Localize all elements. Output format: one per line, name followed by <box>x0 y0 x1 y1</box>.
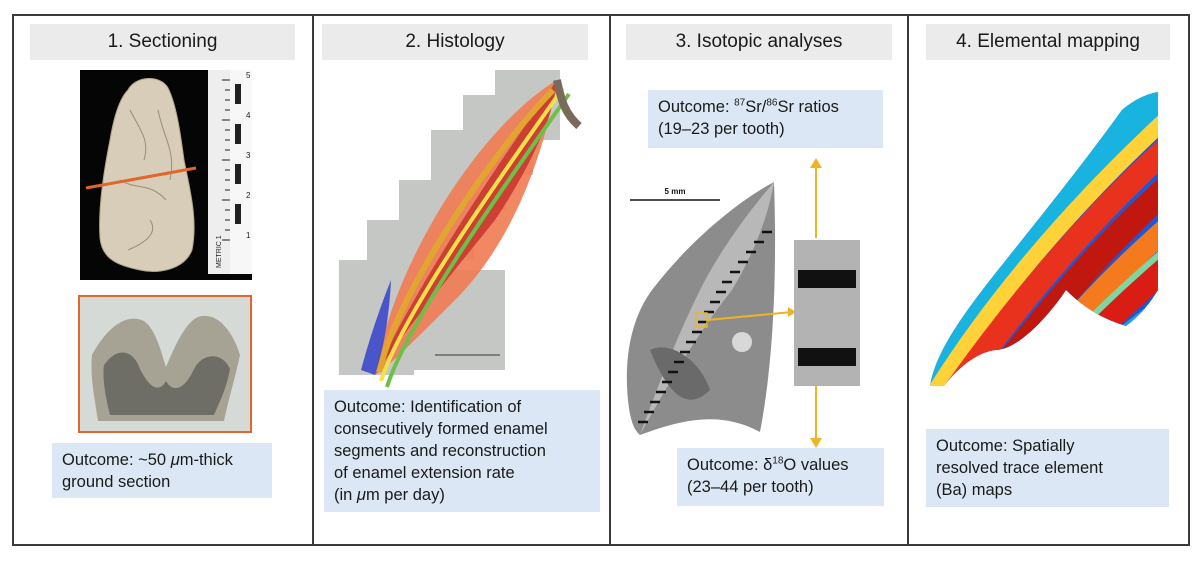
ruler-tick-label: 1 <box>246 231 251 240</box>
ruler-tick-label: 2 <box>246 191 251 200</box>
elemental-map-image <box>930 92 1158 386</box>
isotope-section-image: 5 mm <box>626 158 860 448</box>
enamel-strip-zoom <box>794 240 860 386</box>
outcome-sectioning: Outcome: ~50 μm-thick ground section <box>52 443 272 498</box>
ruler-tick-label: 5 <box>246 71 251 80</box>
tooth-photo: 5 4 3 2 1 METRIC 1 <box>80 70 252 280</box>
panel-title-sectioning: 1. Sectioning <box>30 24 295 60</box>
ruler-tick-label: 3 <box>246 151 251 160</box>
scale-bar-label: 5 mm <box>665 187 686 196</box>
outcome-histology: Outcome: Identification of consecutively… <box>324 390 600 512</box>
outcome-elemental: Outcome: Spatially resolved trace elemen… <box>926 429 1169 507</box>
outcome-oxygen: Outcome: δ18O values (23–44 per tooth) <box>677 448 884 506</box>
panel-title-histology: 2. Histology <box>322 24 588 60</box>
panel-title-isotopic: 3. Isotopic analyses <box>626 24 892 60</box>
ground-section-image <box>78 295 252 433</box>
ruler-label: METRIC 1 <box>216 235 223 268</box>
figure-frame <box>12 14 1190 546</box>
panel-divider <box>312 14 314 546</box>
outcome-strontium: Outcome: 87Sr/86Sr ratios (19–23 per too… <box>648 90 883 148</box>
panel-divider <box>907 14 909 546</box>
ruler-tick-label: 4 <box>246 111 251 120</box>
panel-divider <box>609 14 611 546</box>
panel-title-elemental: 4. Elemental mapping <box>926 24 1170 60</box>
connector-arrow <box>706 311 793 321</box>
histology-image <box>339 70 582 388</box>
metric-ruler: 5 4 3 2 1 METRIC 1 <box>216 70 252 274</box>
section-cut-line <box>85 166 197 190</box>
